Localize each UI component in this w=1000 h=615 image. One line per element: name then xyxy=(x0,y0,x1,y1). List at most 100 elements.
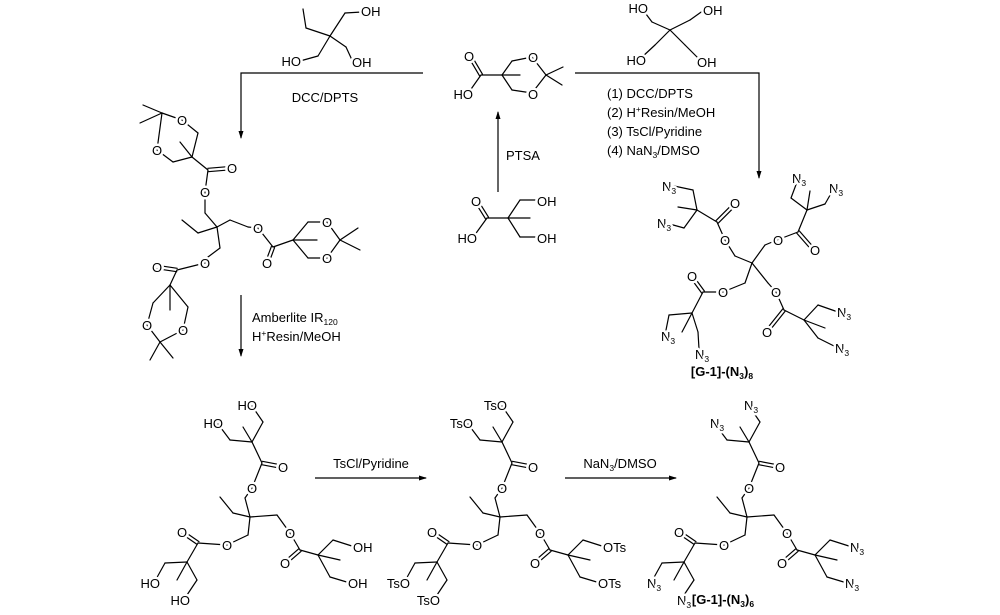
single-bond xyxy=(251,441,263,464)
atom-label-o: O xyxy=(177,525,187,540)
atom-label-o: O xyxy=(253,221,263,236)
single-bond xyxy=(292,221,309,241)
double-bond xyxy=(474,202,487,220)
single-bond xyxy=(159,329,184,343)
single-bond xyxy=(232,512,251,518)
single-bond xyxy=(826,576,848,584)
double-bond xyxy=(768,310,786,332)
azide-subscript: 3 xyxy=(838,188,843,198)
atom-label-ho: HO xyxy=(282,54,302,69)
azide-subscript: 3 xyxy=(656,583,661,593)
azide-subscript: 3 xyxy=(686,600,691,610)
single-bond xyxy=(204,212,218,228)
azide-label: N3 xyxy=(647,576,661,593)
single-bond xyxy=(748,441,760,464)
single-bond xyxy=(305,27,331,37)
single-bond xyxy=(219,496,234,514)
atom-label-o: O xyxy=(810,243,820,258)
condition-resin: H+Resin/MeOH xyxy=(252,328,341,344)
atom-label-o: O xyxy=(152,260,162,275)
double-bond xyxy=(511,460,534,466)
single-bond xyxy=(567,554,581,578)
single-bond xyxy=(299,549,319,556)
azide-n: N xyxy=(657,216,666,231)
single-bond xyxy=(722,282,746,293)
single-bond xyxy=(744,516,748,536)
single-bond xyxy=(317,554,341,561)
single-bond xyxy=(299,55,319,62)
single-bond xyxy=(204,256,209,264)
single-bond xyxy=(302,8,307,29)
single-bond xyxy=(179,141,193,158)
single-bond xyxy=(746,514,775,518)
single-bond xyxy=(184,579,198,599)
single-bond xyxy=(152,284,171,304)
atom-label-o: O xyxy=(744,481,754,496)
amberlite-text: Amberlite IR xyxy=(252,310,324,325)
azide-n: N xyxy=(662,179,671,194)
azide-n: N xyxy=(744,398,753,413)
atom-label-o: O xyxy=(730,196,740,211)
atom-label-o: O xyxy=(528,50,538,65)
single-bond xyxy=(434,579,448,599)
single-bond xyxy=(494,487,503,499)
condition-ptsa: PTSA xyxy=(506,148,540,163)
single-bond xyxy=(469,496,484,514)
resin-post: Resin/MeOH xyxy=(266,329,340,344)
single-bond xyxy=(169,284,189,308)
atom-label-o: O xyxy=(762,325,772,340)
atom-label-o: O xyxy=(528,460,538,475)
single-bond xyxy=(176,262,206,271)
atom-label-ho: HO xyxy=(458,231,478,246)
single-bond xyxy=(668,312,693,316)
single-bond xyxy=(414,561,438,564)
single-bond xyxy=(689,9,705,21)
double-bond xyxy=(156,264,178,269)
molecule-bonds xyxy=(139,8,853,599)
single-bond xyxy=(507,217,521,238)
single-bond xyxy=(776,231,799,241)
atom-label-o: O xyxy=(247,481,257,496)
single-bond xyxy=(317,35,331,57)
single-bond xyxy=(683,542,696,563)
double-bond xyxy=(471,56,484,75)
single-bond xyxy=(507,199,521,219)
single-bond xyxy=(526,514,541,534)
single-bond xyxy=(511,89,533,94)
single-bond xyxy=(251,462,263,489)
azide-label: N3 xyxy=(850,540,864,557)
single-bond xyxy=(176,561,188,581)
atom-label-oh: OH xyxy=(537,231,557,246)
single-bond xyxy=(714,423,728,441)
azide-label: N3 xyxy=(792,171,806,188)
single-bond xyxy=(764,239,778,246)
multistep-4-post: /DMSO xyxy=(657,143,700,158)
double-bond xyxy=(432,529,450,543)
multistep-4-pre: (4) NaN xyxy=(607,143,653,158)
single-bond xyxy=(479,439,503,443)
single-bond xyxy=(545,66,564,76)
single-bond xyxy=(669,19,691,31)
arrow-dcc xyxy=(238,72,423,139)
single-bond xyxy=(673,185,694,191)
single-bond xyxy=(775,291,785,311)
caption-8-mid: ) xyxy=(744,364,748,379)
single-bond xyxy=(814,554,828,578)
atom-label-oh: OH xyxy=(353,540,373,555)
double-bond xyxy=(796,232,812,250)
atom-label-o: O xyxy=(262,256,272,271)
single-bond xyxy=(204,169,209,193)
atom-label-ho: HO xyxy=(629,1,649,16)
azide-n: N xyxy=(850,540,859,555)
atom-label-oh: OH xyxy=(352,55,372,70)
single-bond xyxy=(539,532,551,551)
single-bond xyxy=(694,542,725,546)
multistep-2-pre: (2) H xyxy=(607,105,636,120)
azide-n: N xyxy=(677,593,686,608)
condition-amberlite: Amberlite IR120 xyxy=(252,310,338,327)
caption-8-pre: [G-1]-(N xyxy=(691,364,739,379)
azide-n: N xyxy=(845,576,854,591)
atom-label-oh: OH xyxy=(537,194,557,209)
double-bond xyxy=(285,550,302,565)
single-bond xyxy=(696,209,718,223)
